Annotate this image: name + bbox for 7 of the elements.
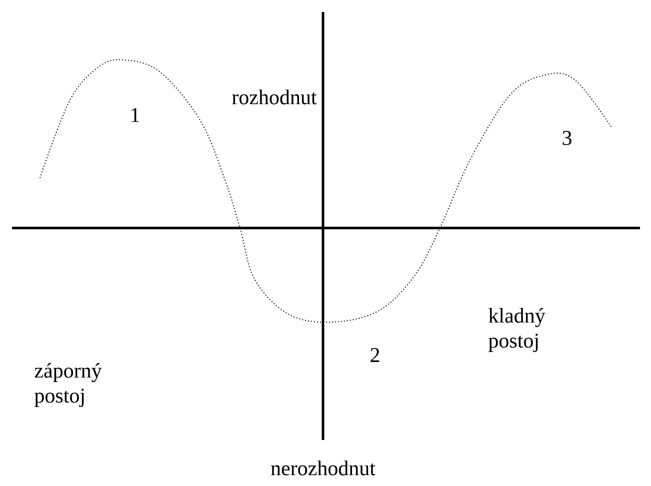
axis-label: 1 — [132, 108, 139, 122]
axis-label: nerozhodnut — [271, 460, 376, 476]
axis-label: kladný postoj — [488, 308, 546, 352]
axis-label: záporný postoj — [34, 362, 102, 408]
axis-label: rozhodnut — [232, 90, 317, 104]
axis-label: 2 — [370, 348, 380, 362]
axis-label: 3 — [562, 130, 572, 146]
